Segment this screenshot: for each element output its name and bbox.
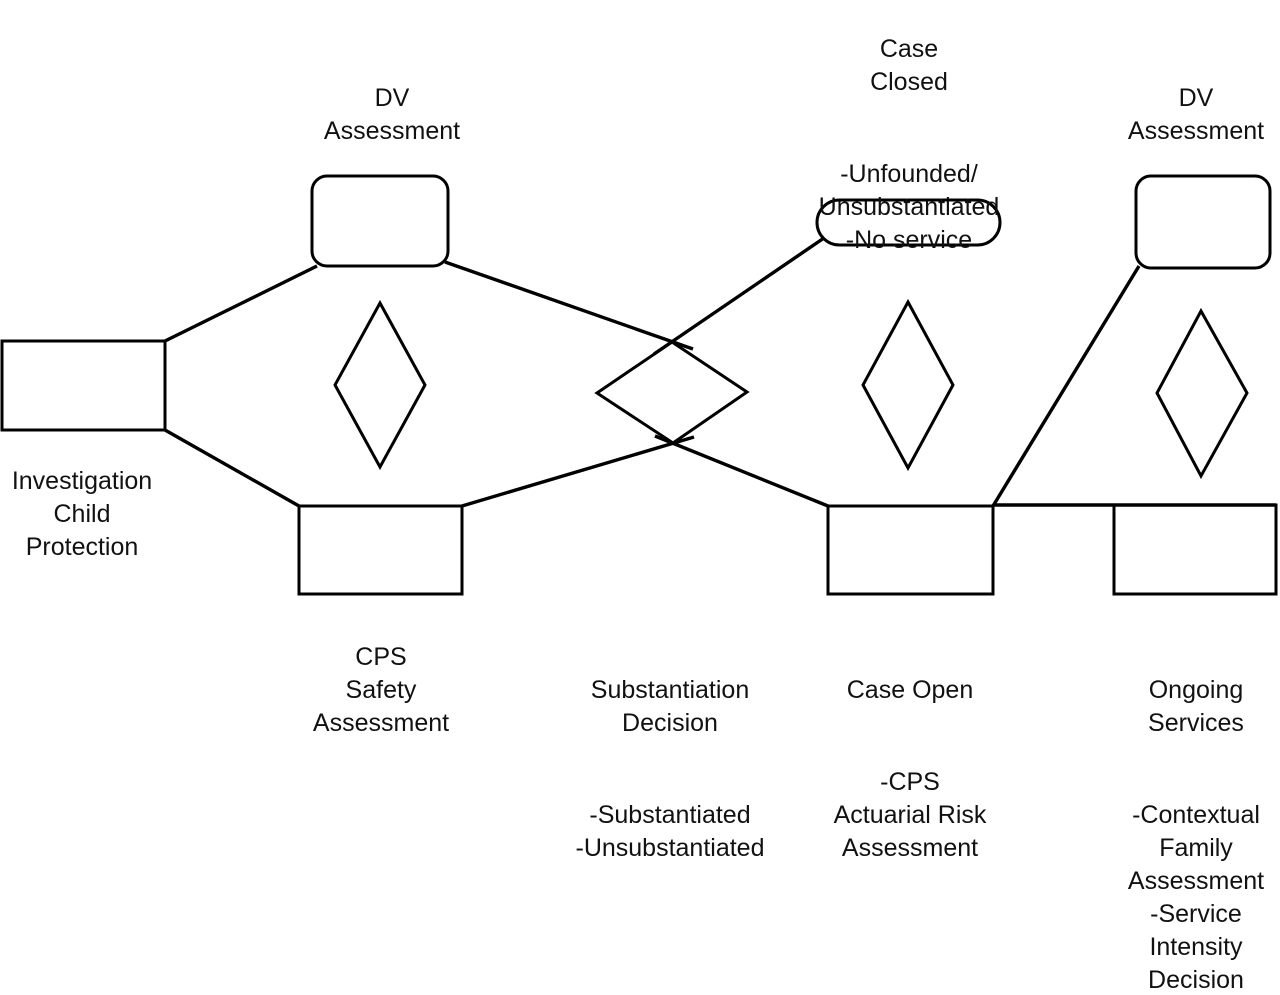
connector-dv-right-to-case-open: [991, 265, 1141, 507]
investigation-box: [0, 339, 167, 432]
substantiation-heading: Substantiation Decision: [590, 676, 750, 737]
connector-decision-to-case-closed: [653, 236, 825, 356]
case-closed-details: -Unfounded/ Unsubstantiated -No service: [818, 160, 1000, 254]
connector-dv-left-to-decision: [444, 260, 694, 351]
cps-safety-box: [297, 504, 464, 596]
case-open-box: [826, 504, 995, 596]
decision-diamond-left: [333, 299, 427, 471]
connector-investigation-to-cps: [164, 428, 300, 508]
case-closed-pill: [815, 198, 1002, 247]
decision-diamond-case-open: [861, 298, 955, 472]
substantiation-label: Substantiation Decision -Substantiated -…: [575, 641, 764, 898]
connector-decision-to-case-open: [654, 434, 829, 508]
substantiation-details: -Substantiated -Unsubstantiated: [575, 801, 765, 862]
ongoing-services-details: -Contextual Family Assessment -Service I…: [1127, 801, 1265, 994]
case-closed-label: Case Closed -Unfounded/ Unsubstantiated …: [819, 0, 1000, 290]
connector-cps-to-decision: [461, 435, 695, 508]
dv-assessment-right-label: DV Assessment: [1127, 84, 1265, 145]
dv-assessment-box-left: [310, 174, 450, 268]
dv-assessment-left-label: DV Assessment: [323, 84, 461, 145]
case-open-details: -CPS Actuarial Risk Assessment: [833, 768, 987, 862]
investigation-label: Investigation Child Protection: [11, 467, 153, 561]
decision-diamond-right: [1155, 307, 1249, 480]
case-closed-heading: Case Closed: [870, 35, 948, 96]
dv-assessment-box-right: [1134, 174, 1272, 270]
ongoing-services-heading: Ongoing Services: [1148, 676, 1244, 737]
decision-diamond-substantiation: [594, 340, 750, 445]
ongoing-services-label: Ongoing Services -Contextual Family Asse…: [1128, 641, 1264, 995]
case-open-heading: Case Open: [846, 676, 974, 704]
connector-investigation-to-dv-left: [164, 264, 318, 343]
ongoing-services-box: [1112, 503, 1278, 596]
cps-safety-label: CPS Safety Assessment: [312, 643, 450, 737]
case-open-label: Case Open -CPS Actuarial Risk Assessment: [834, 641, 987, 898]
